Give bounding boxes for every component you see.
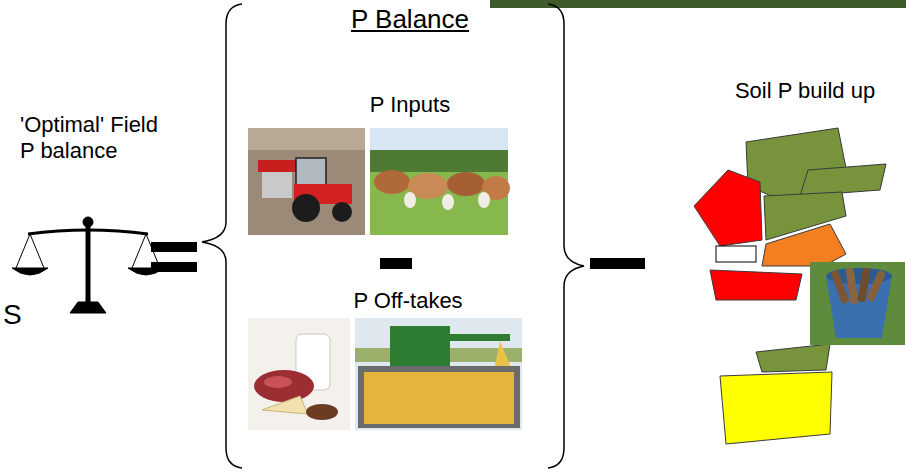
photo-strip	[490, 0, 906, 8]
photo-grass	[810, 262, 905, 345]
field-green	[756, 344, 830, 372]
soil-heading: Soil P build up	[735, 78, 875, 104]
scales-string	[30, 234, 44, 268]
grain-trailer	[358, 366, 520, 428]
equals-bar	[151, 262, 197, 272]
scales-pillar	[86, 222, 91, 305]
scales-pan	[12, 268, 48, 275]
cow-face	[442, 194, 454, 210]
field-orange	[762, 224, 846, 266]
scales-beam	[28, 230, 148, 234]
grain	[364, 372, 514, 424]
right-brace	[548, 4, 584, 468]
photo-ground	[248, 128, 365, 150]
tractor-wheel	[292, 194, 320, 222]
meat	[254, 370, 314, 402]
harvester-body	[390, 326, 450, 366]
soil-core	[866, 270, 886, 302]
field-green	[800, 164, 886, 196]
equals-sign	[151, 242, 197, 272]
meat	[264, 376, 292, 388]
soil-core	[846, 268, 859, 305]
left-brace	[202, 4, 242, 468]
field-red	[710, 270, 802, 300]
offtakes-heading: P Off-takes	[353, 288, 462, 314]
inputs-heading: P Inputs	[370, 92, 450, 118]
group-heading: P Balance	[351, 4, 469, 35]
tractor-photo	[248, 128, 365, 235]
scales-string	[132, 234, 146, 268]
minus-sign	[380, 258, 412, 269]
photo-sky	[355, 318, 522, 430]
soil-cores-photo	[810, 262, 905, 345]
photo-ground	[248, 128, 365, 235]
cheese	[262, 396, 308, 414]
field-white	[716, 246, 756, 262]
spreader	[262, 168, 292, 198]
tractor-wheel	[332, 202, 352, 222]
scales-icon	[12, 217, 164, 313]
field-red	[694, 170, 762, 246]
harvester-photo	[355, 318, 522, 430]
cow-face	[404, 192, 416, 208]
cow	[374, 170, 410, 194]
grain-stream	[494, 341, 512, 370]
equals-bar	[151, 242, 197, 252]
photo-ground	[248, 318, 350, 430]
harvester-auger	[450, 334, 510, 341]
field-yellow	[720, 372, 832, 444]
minus-sign	[590, 258, 645, 269]
field-balance-label: 'Optimal' Field P balance	[20, 112, 170, 165]
cows-photo	[370, 128, 510, 235]
raisins	[306, 404, 338, 420]
meat-milk-photo	[248, 318, 350, 430]
cow-face	[478, 192, 490, 208]
cow	[447, 172, 485, 196]
photo-trees	[370, 150, 508, 172]
edge-letter: S	[3, 298, 22, 332]
spreader-hopper	[258, 160, 298, 172]
scales-knob	[83, 217, 93, 227]
tractor-cab	[296, 158, 326, 188]
scales-string	[16, 234, 30, 268]
scales-base	[70, 302, 106, 313]
